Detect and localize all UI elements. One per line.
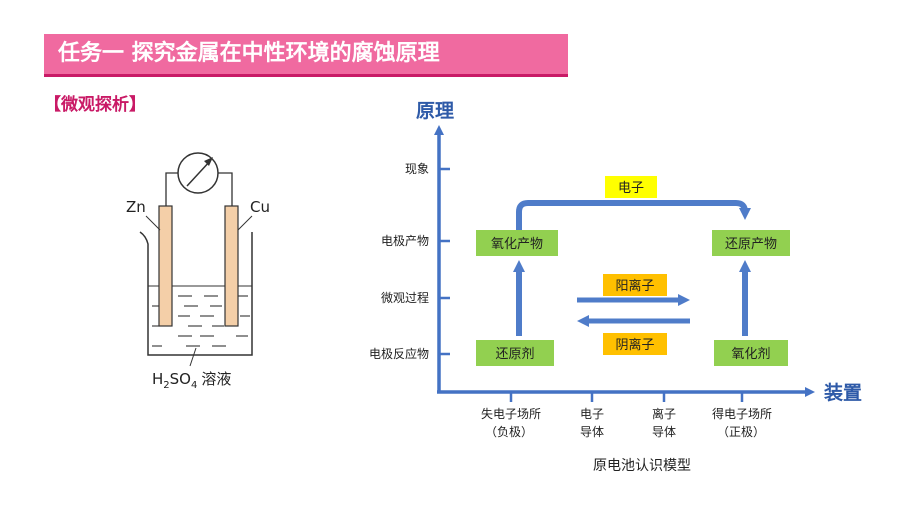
x-cat-electron-l2: 导体: [580, 425, 604, 439]
needle-arrowhead: [204, 157, 213, 166]
solution-leader: [189, 347, 197, 367]
reducing-agent-box: [476, 340, 554, 366]
cu-electrode: [224, 205, 239, 327]
oxidation-product-label: 氧化产物: [491, 237, 543, 252]
y-level-phenomenon: 现象: [405, 162, 429, 176]
zn-label: Zn: [126, 198, 146, 216]
wire-right: [218, 172, 233, 212]
zn-electrode: [158, 205, 173, 327]
title-underline: [44, 74, 568, 77]
y-level-electrode-product: 电极产物: [381, 234, 429, 248]
electron-flow-arrow: [516, 200, 751, 230]
oxidation-product-box: [476, 230, 558, 256]
y-level-electrode-reactant: 电极反应物: [369, 346, 429, 361]
solution-dashes: [152, 295, 250, 347]
zn-leader: [145, 215, 161, 231]
x-cat-ion-l2: 导体: [652, 425, 676, 439]
x-cat-electron-l1: 电子: [580, 407, 604, 421]
title-banner: 任务一 探究金属在中性环境的腐蚀原理: [44, 34, 568, 74]
cu-label: Cu: [250, 198, 270, 216]
reduction-product-box: [712, 230, 790, 256]
reduction-product-label: 还原产物: [725, 237, 777, 252]
electron-box-label: 电子: [618, 181, 644, 196]
y-level-micro-process: 微观过程: [381, 290, 429, 305]
x-cat-ion-l1: 离子: [652, 406, 676, 421]
anion-box-label: 阴离子: [615, 337, 654, 353]
cu-leader: [237, 215, 253, 231]
anion-box: [603, 333, 667, 355]
x-cat-cathode-l1: 得电子场所: [712, 406, 772, 421]
y-axis-label: 原理: [416, 100, 454, 122]
x-cat-anode-l2: （负极）: [485, 425, 533, 439]
beaker-icon: [139, 231, 253, 356]
x-cat-cathode-l2: （正极）: [717, 425, 765, 439]
model-caption: 原电池认识模型: [593, 458, 691, 474]
reducing-agent-label: 还原剂: [495, 347, 534, 362]
galvanometer-needle: [186, 159, 212, 187]
page-title: 任务一 探究金属在中性环境的腐蚀原理: [58, 41, 440, 66]
cation-box: [603, 274, 667, 296]
x-ticks: [509, 392, 744, 402]
cation-box-label: 阳离子: [615, 278, 654, 294]
x-cat-anode-l1: 失电子场所: [481, 406, 541, 421]
x-axis-label: 装置: [823, 381, 862, 404]
y-ticks: [439, 167, 450, 356]
wire-left: [165, 172, 178, 212]
oxidizing-agent-box: [714, 340, 788, 366]
oxidizing-agent-label: 氧化剂: [731, 347, 770, 362]
section-label: 【微观探析】: [44, 95, 146, 115]
electron-box: [605, 176, 657, 198]
